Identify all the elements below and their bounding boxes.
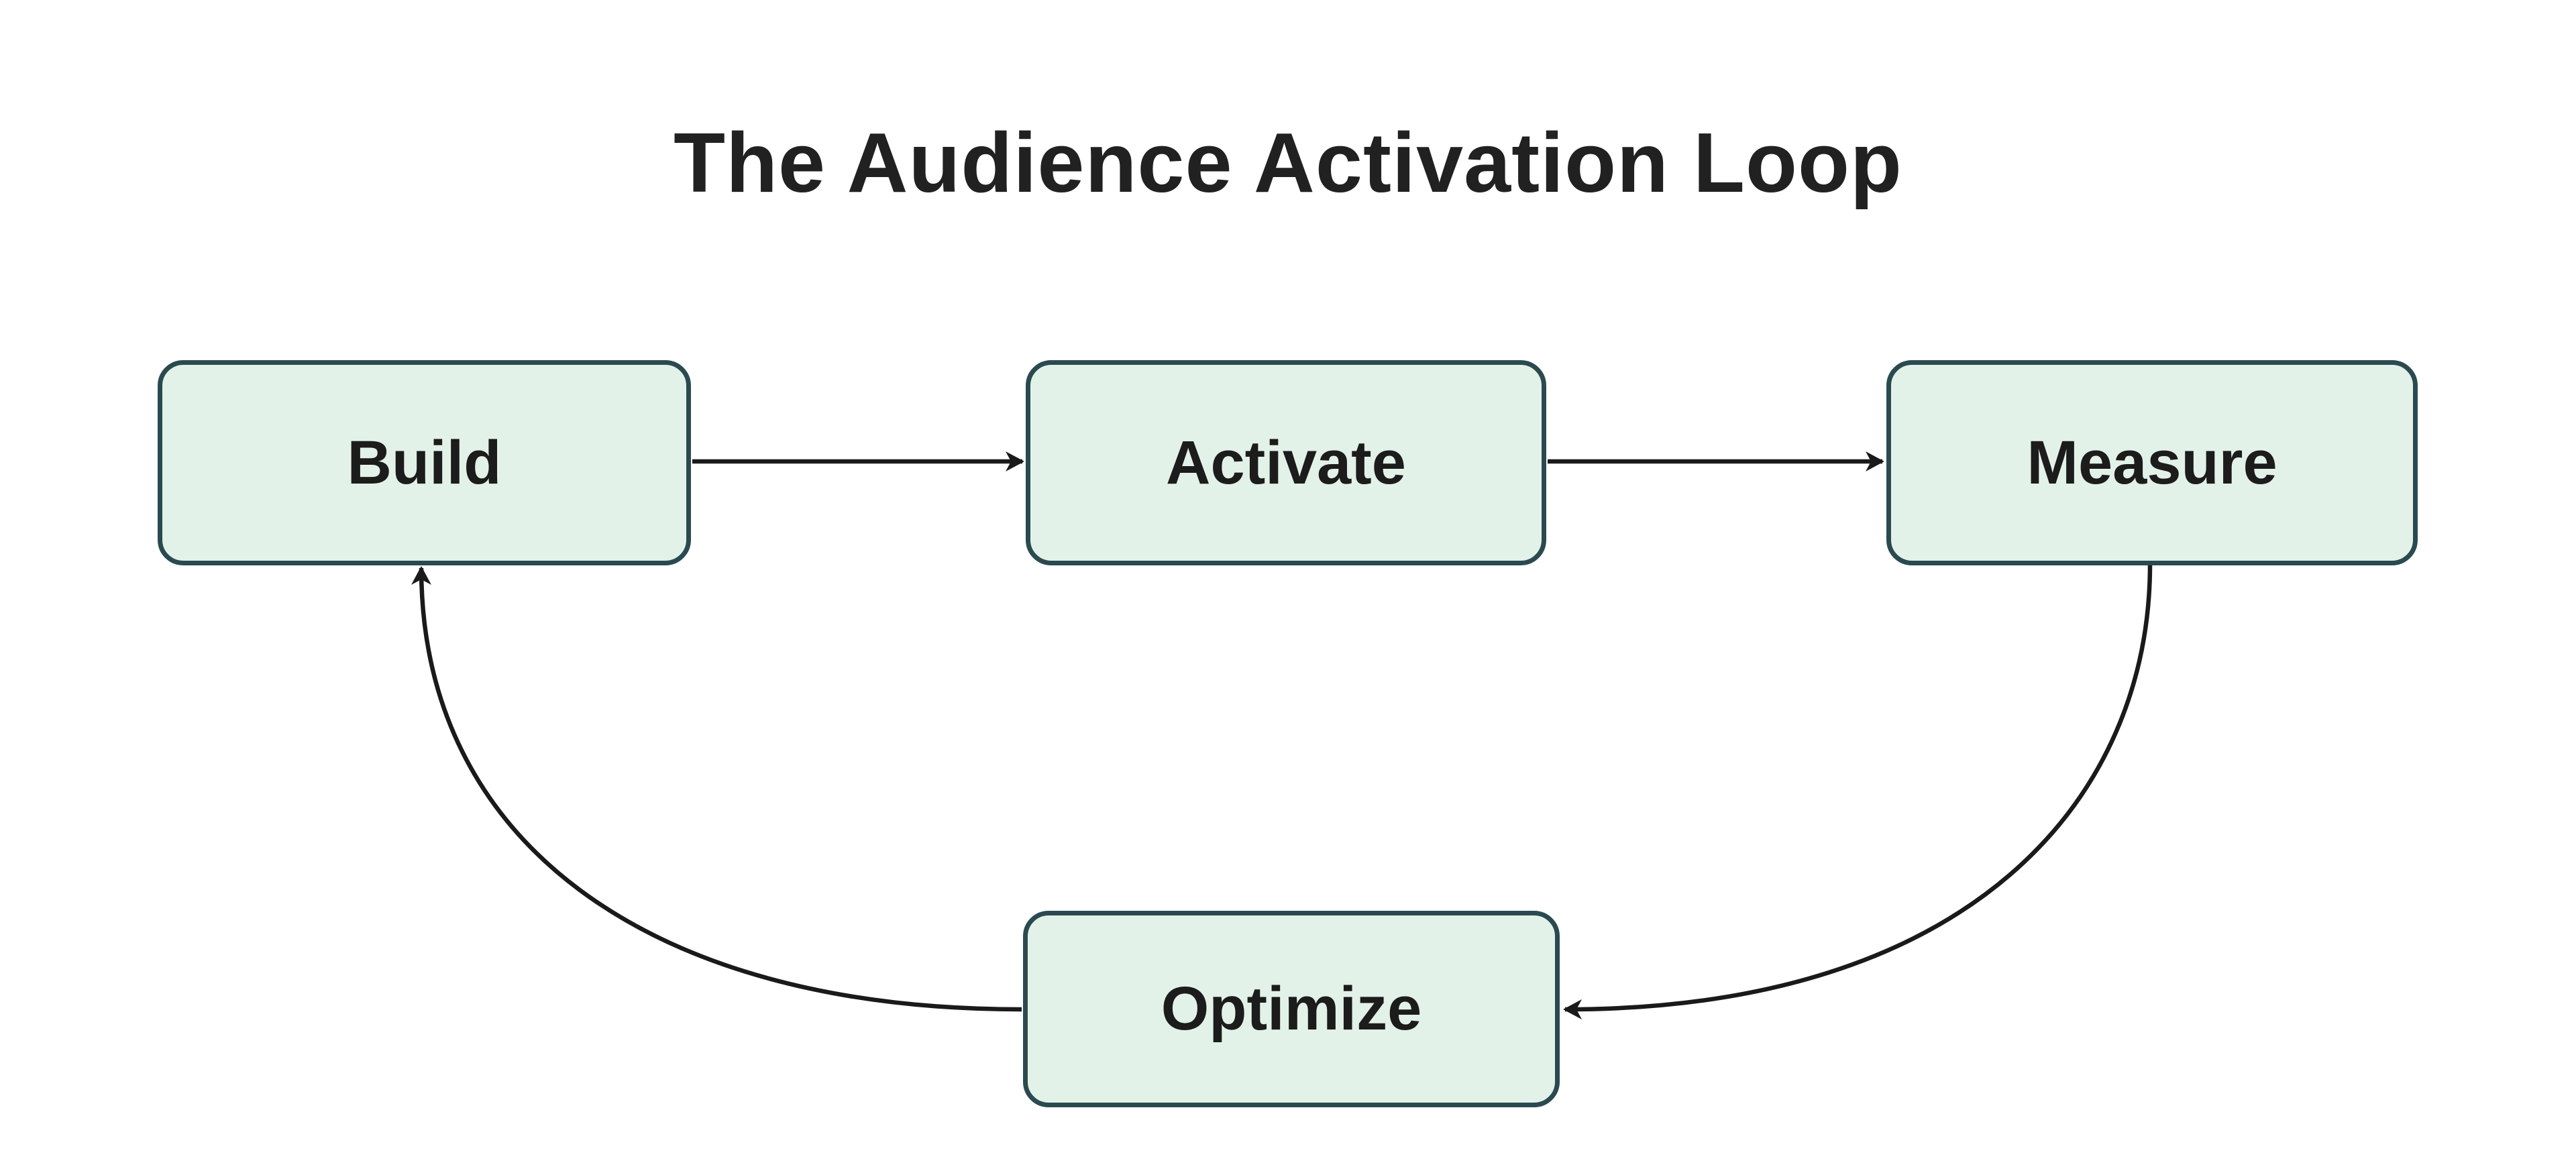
- node-build: Build: [158, 360, 691, 565]
- node-activate-label: Activate: [1166, 428, 1406, 497]
- edge-optimize-to-build: [411, 566, 1022, 1012]
- node-build-label: Build: [347, 428, 502, 497]
- node-activate: Activate: [1026, 360, 1546, 565]
- node-optimize-label: Optimize: [1161, 974, 1422, 1043]
- node-measure: Measure: [1886, 360, 2418, 565]
- diagram-title: The Audience Activation Loop: [674, 115, 1902, 210]
- edge-measure-to-optimize: [1563, 563, 2153, 1019]
- node-measure-label: Measure: [2027, 428, 2277, 497]
- node-optimize: Optimize: [1023, 911, 1560, 1107]
